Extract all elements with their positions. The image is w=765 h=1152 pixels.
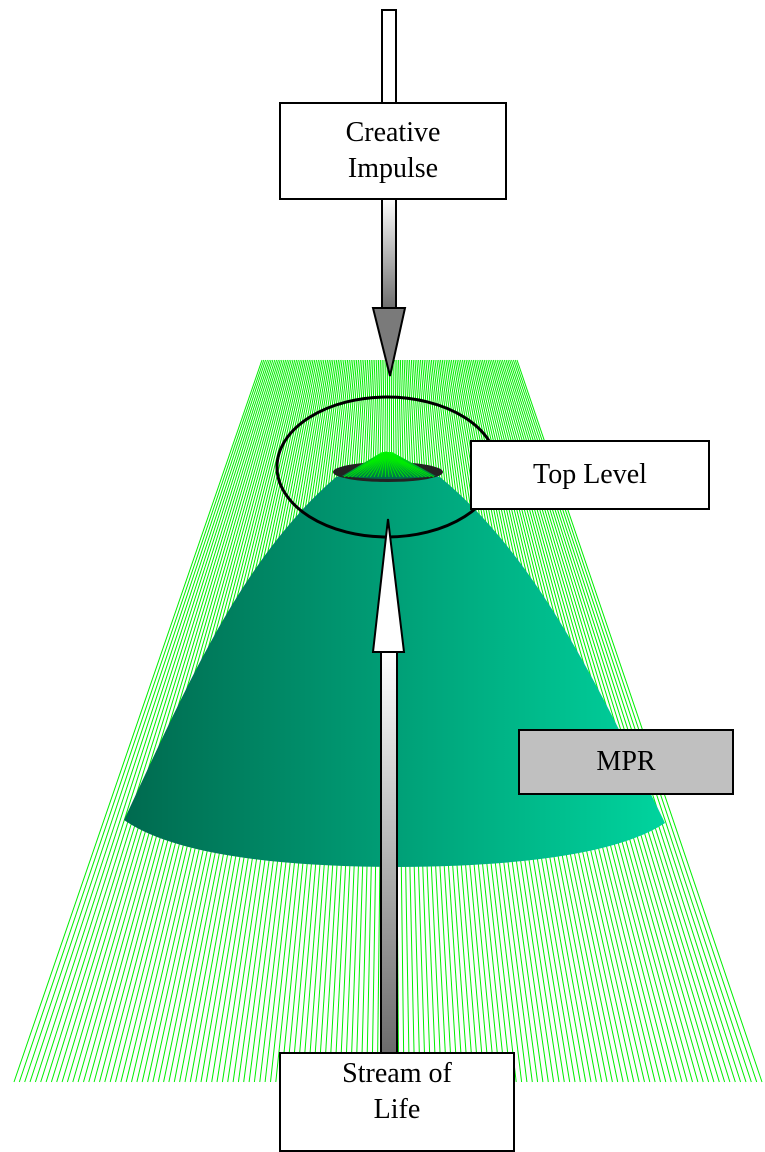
mpr-label: MPR [518,729,734,795]
creative-impulse-label: Creative Impulse [279,102,507,200]
peak-line [377,451,387,478]
peak-line [384,451,387,478]
peak-line [362,451,387,478]
top-level-text: Top Level [533,459,647,490]
peak-line [385,451,435,478]
fan-line [50,359,276,1083]
fan-line [45,359,274,1083]
peak-line [369,451,387,478]
peak-lines [343,451,435,478]
peak-line [358,451,387,478]
peak-line [385,451,394,478]
peak-line [355,451,387,478]
creative-impulse-text: Creative Impulse [345,117,441,184]
fan-line [34,359,270,1083]
peak-line [385,451,409,478]
stream-of-life-label: Stream of Life [279,1052,515,1152]
fan-line [61,359,279,1083]
top-level-label: Top Level [470,440,710,510]
fan-line [24,359,267,1083]
fan-line [40,359,272,1083]
fan-line [29,359,268,1083]
peak-line [385,451,390,478]
peak-line [373,451,387,478]
peak-line [385,451,405,478]
mpr-text: MPR [596,746,656,777]
stream-of-life-text: Stream of Life [342,1058,452,1125]
peak-line [385,451,401,478]
fan-line [18,359,265,1083]
peak-line [385,451,397,478]
fan-line [56,359,278,1083]
peak-line [366,451,387,478]
peak-line [381,451,387,478]
peak-line [385,451,412,478]
fan-line [13,359,263,1083]
